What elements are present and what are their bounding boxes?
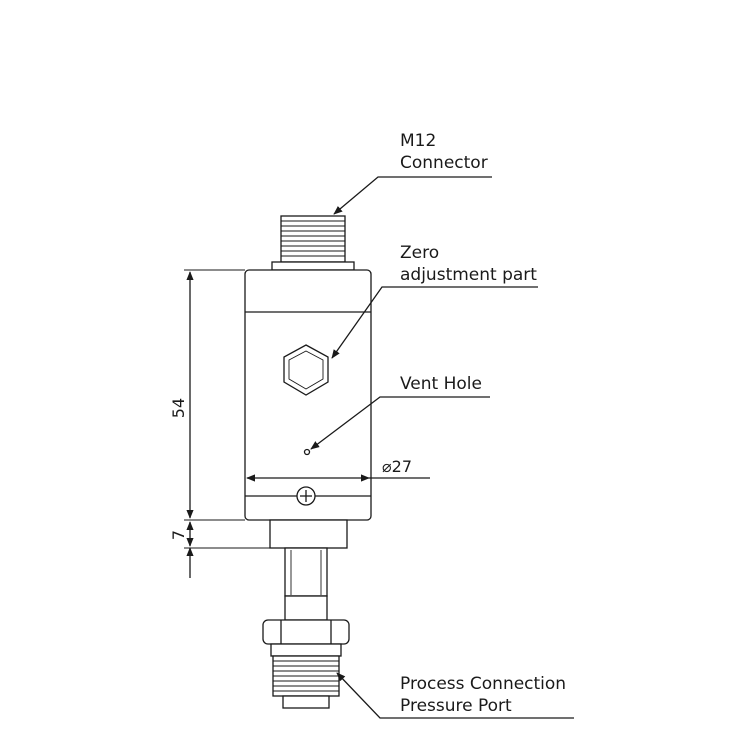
vent-hole	[303, 448, 311, 456]
screw-icon	[296, 486, 316, 506]
zero-label-line2: adjustment part	[400, 265, 537, 285]
diameter-value: ⌀27	[382, 457, 412, 476]
m12-label-line1: M12	[400, 131, 436, 151]
sensor-body	[244, 269, 372, 521]
leader-zero	[331, 286, 538, 359]
leader-m12	[333, 176, 492, 215]
flange-step	[269, 519, 348, 549]
m12-connector	[271, 215, 355, 271]
leader-process	[336, 672, 574, 719]
process-thread	[272, 655, 340, 709]
length-value: 54	[169, 398, 188, 418]
dimension-length	[184, 269, 270, 578]
hex-nut	[262, 619, 350, 657]
m12-label-line2: Connector	[400, 153, 488, 173]
process-label-line2: Pressure Port	[400, 696, 512, 716]
zero-adjustment-hex-inner	[288, 350, 324, 390]
stem	[284, 547, 328, 621]
process-label-line1: Process Connection	[400, 674, 566, 694]
flange-length-value: 7	[169, 530, 188, 540]
zero-label-line1: Zero	[400, 243, 439, 263]
leader-vent	[310, 396, 490, 450]
vent-label: Vent Hole	[400, 374, 482, 394]
